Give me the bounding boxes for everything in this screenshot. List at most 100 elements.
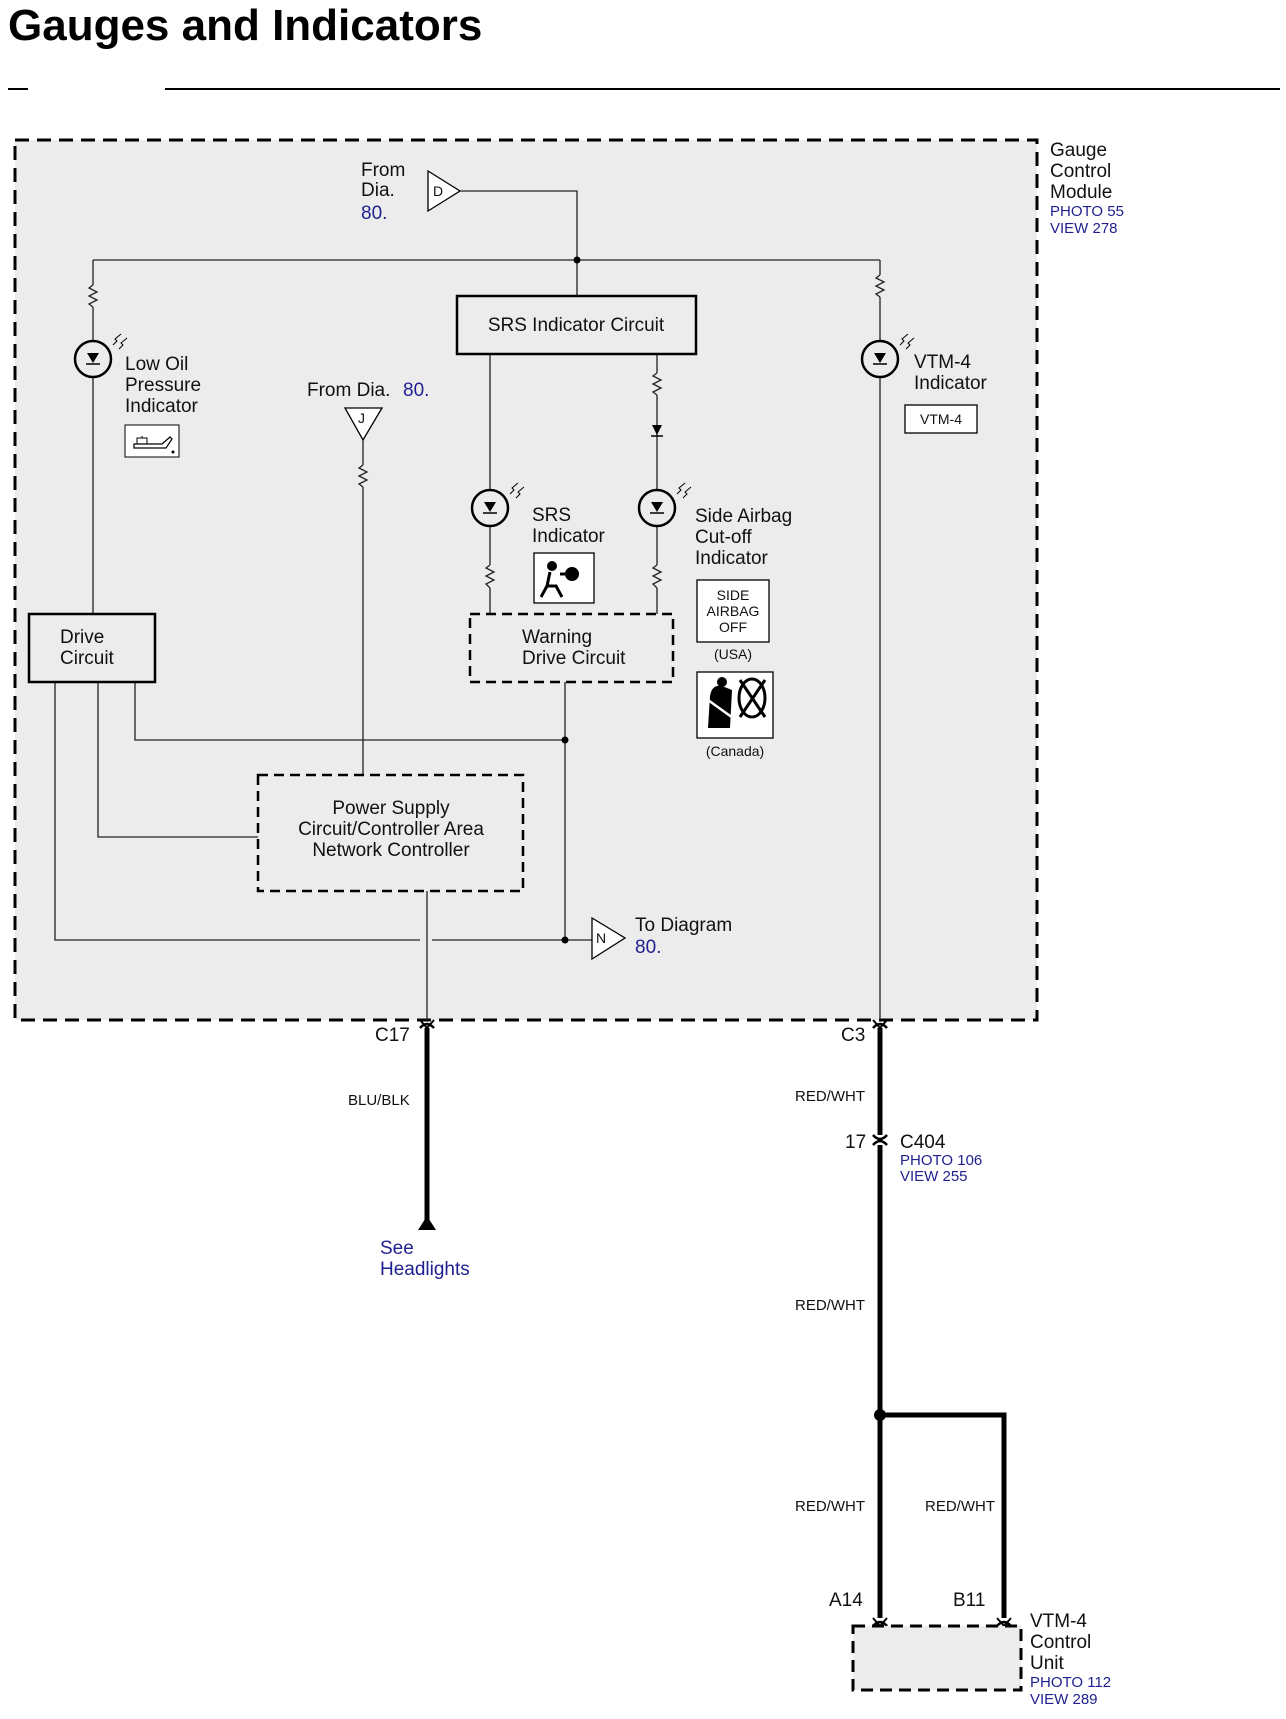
- gauge-control-module-outline: [13, 138, 1039, 1022]
- vtm4-control-unit-outline[interactable]: [851, 1624, 1023, 1692]
- svg-text:Indicator: Indicator: [532, 526, 606, 547]
- oil-can-icon: [124, 424, 180, 458]
- svg-text:Warning: Warning: [522, 627, 592, 648]
- srs-indicator-lamp[interactable]: [470, 482, 525, 528]
- from-diagram-j-reference[interactable]: From Dia. 80. J: [307, 380, 429, 442]
- svg-text:Module: Module: [1050, 182, 1112, 203]
- wire-label-red-wht: RED/WHT: [925, 1498, 995, 1515]
- module-view-ref[interactable]: VIEW 278: [1050, 220, 1118, 237]
- svg-text:Network Controller: Network Controller: [312, 840, 470, 861]
- svg-text:To Diagram: To Diagram: [635, 915, 732, 936]
- wire-label-red-wht: RED/WHT: [795, 1297, 865, 1314]
- svg-text:A14: A14: [829, 1590, 863, 1611]
- connector-j-triangle: [343, 407, 384, 442]
- connector-c3[interactable]: C3: [841, 1019, 888, 1046]
- vtm4-indicator-lamp[interactable]: [860, 333, 915, 379]
- canada-caption: (Canada): [706, 743, 764, 759]
- svg-text:C3: C3: [841, 1025, 865, 1046]
- svg-text:Pressure: Pressure: [125, 375, 201, 396]
- wire-label-blu-blk: BLU/BLK: [348, 1092, 410, 1109]
- svg-text:Low Oil: Low Oil: [125, 354, 188, 375]
- light-rays-icon: [112, 333, 128, 350]
- svg-text:80.: 80.: [403, 380, 429, 401]
- connector-n-triangle: [591, 916, 627, 961]
- svg-text:B11: B11: [953, 1590, 985, 1611]
- svg-text:J: J: [358, 410, 365, 426]
- wire-label-red-wht: RED/WHT: [795, 1498, 865, 1515]
- svg-text:From Dia.: From Dia.: [307, 380, 390, 401]
- internal-wiring: [54, 190, 886, 1020]
- svg-text:SRS Indicator Circuit: SRS Indicator Circuit: [488, 315, 665, 336]
- wire-label-red-wht: RED/WHT: [795, 1088, 865, 1105]
- seat-airbag-off-icon: [696, 671, 774, 739]
- svg-text:Drive: Drive: [60, 627, 104, 648]
- svg-text:Control: Control: [1030, 1632, 1091, 1653]
- module-label: Gauge Control Module PHOTO 55 VIEW 278: [1050, 140, 1124, 237]
- ground-arrow: [418, 1216, 436, 1230]
- svg-text:D: D: [433, 183, 443, 199]
- side-airbag-cutoff-lamp[interactable]: [637, 482, 692, 528]
- light-rays-icon: [509, 482, 525, 499]
- side-airbag-off-usa-badge: SIDE AIRBAG OFF: [696, 579, 770, 643]
- low-oil-pressure-lamp[interactable]: [73, 333, 128, 379]
- svg-text:Side Airbag: Side Airbag: [695, 506, 792, 527]
- svg-text:N: N: [596, 930, 606, 946]
- wire-red-wht-branch[interactable]: [880, 1412, 1007, 1618]
- vtm4-badge: VTM-4: [904, 404, 978, 434]
- svg-text:VTM-4: VTM-4: [914, 352, 971, 373]
- c404-view-ref: VIEW 255: [900, 1168, 968, 1185]
- svg-text:See: See: [380, 1238, 414, 1259]
- svg-text:C17: C17: [375, 1025, 410, 1046]
- svg-text:Circuit/Controller Area: Circuit/Controller Area: [298, 819, 484, 840]
- svg-text:VTM-4: VTM-4: [920, 411, 962, 427]
- svg-text:From: From: [361, 160, 405, 181]
- svg-text:Control: Control: [1050, 161, 1111, 182]
- svg-text:Cut-off: Cut-off: [695, 527, 752, 548]
- connector-c404[interactable]: 17 C404 PHOTO 106 VIEW 255: [845, 1132, 982, 1185]
- svg-text:VTM-4: VTM-4: [1030, 1611, 1087, 1632]
- vtm4-unit-photo-ref[interactable]: PHOTO 112: [1030, 1674, 1111, 1691]
- see-headlights-link[interactable]: See Headlights: [380, 1238, 470, 1280]
- side-airbag-cutoff-label: Side Airbag Cut-off Indicator: [695, 506, 792, 569]
- svg-text:Indicator: Indicator: [695, 548, 769, 569]
- svg-text:Headlights: Headlights: [380, 1259, 470, 1280]
- svg-text:Power Supply: Power Supply: [332, 798, 450, 819]
- svg-text:Indicator: Indicator: [914, 373, 988, 394]
- svg-text:AIRBAG: AIRBAG: [707, 603, 760, 619]
- srs-indicator-circuit-block[interactable]: SRS Indicator Circuit: [455, 294, 698, 356]
- warning-drive-circuit-block[interactable]: Warning Drive Circuit: [468, 612, 675, 684]
- vtm4-control-unit-label: VTM-4 Control Unit PHOTO 112 VIEW 289: [1030, 1611, 1111, 1708]
- svg-text:SIDE: SIDE: [717, 587, 750, 603]
- page-title: Gauges and Indicators: [8, 1, 482, 50]
- svg-text:Indicator: Indicator: [125, 396, 199, 417]
- module-photo-ref[interactable]: PHOTO 55: [1050, 203, 1124, 220]
- junction-dot: [573, 256, 581, 264]
- vtm4-unit-view-ref[interactable]: VIEW 289: [1030, 1691, 1098, 1708]
- svg-text:Circuit: Circuit: [60, 648, 115, 669]
- junction-dot: [561, 936, 569, 944]
- connector-d-triangle: [427, 169, 462, 213]
- svg-text:OFF: OFF: [719, 619, 747, 635]
- light-rays-icon: [899, 333, 915, 350]
- usa-caption: (USA): [714, 646, 752, 662]
- c404-photo-ref: PHOTO 106: [900, 1152, 982, 1169]
- c404-pin: 17: [845, 1132, 866, 1153]
- power-supply-can-block[interactable]: Power Supply Circuit/Controller Area Net…: [256, 773, 525, 893]
- svg-text:Dia.: Dia.: [361, 180, 395, 201]
- svg-text:Drive Circuit: Drive Circuit: [522, 648, 626, 669]
- junction-dot: [561, 736, 569, 744]
- to-diagram-n-reference[interactable]: N To Diagram 80.: [591, 915, 732, 961]
- from-diagram-d-reference[interactable]: From Dia. 80. D: [361, 160, 462, 224]
- svg-text:SRS: SRS: [532, 505, 571, 526]
- svg-text:C404: C404: [900, 1132, 946, 1153]
- airbag-person-icon: [533, 552, 595, 604]
- light-rays-icon: [676, 482, 692, 499]
- low-oil-pressure-label: Low Oil Pressure Indicator: [125, 354, 201, 417]
- svg-text:Unit: Unit: [1030, 1653, 1065, 1674]
- srs-indicator-label: SRS Indicator: [532, 505, 606, 547]
- svg-text:80.: 80.: [361, 203, 387, 224]
- svg-text:80.: 80.: [635, 937, 661, 958]
- svg-text:Gauge: Gauge: [1050, 140, 1107, 161]
- drive-circuit-block[interactable]: Drive Circuit: [27, 612, 157, 684]
